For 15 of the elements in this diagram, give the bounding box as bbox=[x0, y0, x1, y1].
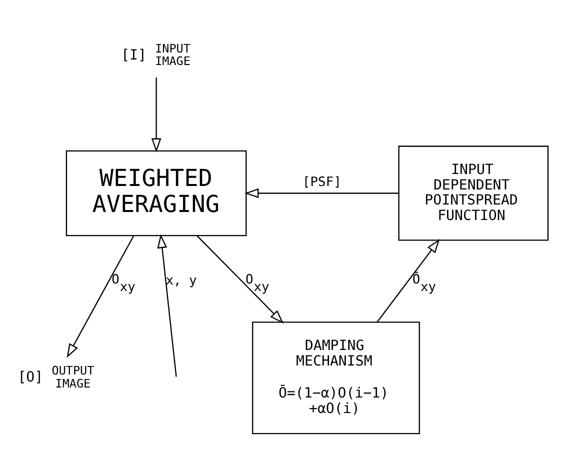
node-label: OUTPUT IMAGE bbox=[52, 363, 94, 390]
arrow bbox=[196, 235, 284, 324]
node-label: INPUT IMAGE bbox=[155, 41, 190, 68]
arrow bbox=[151, 78, 162, 152]
edge-label: [PSF] bbox=[302, 174, 342, 190]
arrow bbox=[157, 234, 177, 377]
arrow bbox=[244, 188, 399, 198]
node-box: DAMPING MECHANISM Ō=(1−α)O(i−1) +αO(i) bbox=[252, 322, 420, 434]
arrow bbox=[376, 238, 440, 323]
node-box: INPUT DEPENDENT POINTSPREAD FUNCTION bbox=[398, 146, 549, 241]
node-text: [I] bbox=[121, 47, 147, 64]
node-box: WEIGHTED AVERAGING bbox=[66, 150, 247, 236]
edge-label: x, y bbox=[166, 274, 197, 289]
node-text: [O] bbox=[18, 370, 44, 386]
arrow bbox=[66, 236, 134, 358]
